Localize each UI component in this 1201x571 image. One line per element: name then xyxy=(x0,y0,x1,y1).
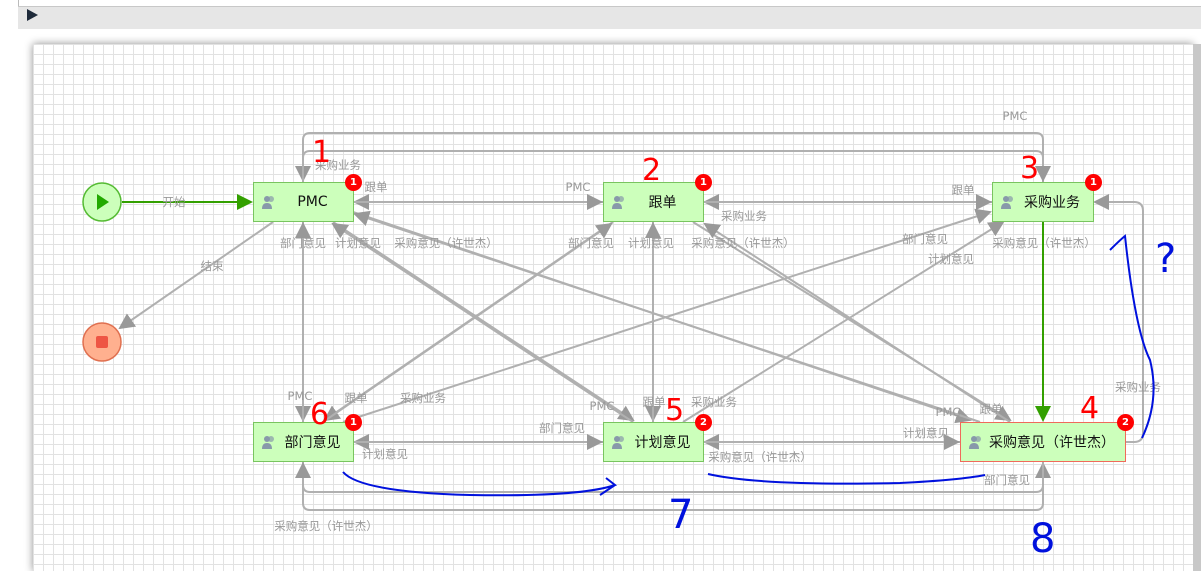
edge-label: 计划意见 xyxy=(628,236,674,250)
edge-label: 采购业务 xyxy=(400,391,446,405)
edge-label: 跟单 xyxy=(980,402,1003,416)
node-caigou-yewu[interactable]: 采购业务 1 xyxy=(992,174,1102,222)
edge xyxy=(322,222,613,423)
edge-label: 跟单 xyxy=(345,391,368,405)
edge-label: 采购业务 xyxy=(721,209,767,223)
count-badge: 1 xyxy=(345,414,362,431)
edge xyxy=(118,221,274,330)
count-badge: 1 xyxy=(695,174,712,191)
edge-label: PMC xyxy=(566,180,591,194)
users-icon xyxy=(969,436,981,449)
edge-label: 跟单 xyxy=(952,183,975,197)
edge-label: PMC xyxy=(590,399,615,413)
edge-label: 采购意见（许世杰） xyxy=(691,236,795,250)
edge-label: 采购业务 xyxy=(1115,380,1161,394)
node-label: 采购业务 xyxy=(1024,195,1080,211)
node-label: 采购意见（许世杰） xyxy=(989,435,1115,451)
edge-label: 跟单 xyxy=(643,395,666,409)
edge-label: 部门意见 xyxy=(539,421,585,435)
edge-label: 采购意见（许世杰） xyxy=(274,519,378,533)
node-label: PMC xyxy=(297,194,328,210)
edge-label: 采购业务 xyxy=(691,395,737,409)
edge-label: 计划意见 xyxy=(903,426,949,440)
edge-label: 采购意见（许世杰） xyxy=(992,236,1096,250)
edge xyxy=(302,150,1051,182)
edge-label: 开始 xyxy=(163,195,186,209)
edge-label: 计划意见 xyxy=(928,252,974,266)
edge xyxy=(302,462,1051,493)
edge-label: 采购意见（许世杰） xyxy=(394,236,498,250)
node-pmc[interactable]: PMC 1 xyxy=(253,174,362,222)
edge xyxy=(703,222,1011,423)
node-label: 跟单 xyxy=(648,195,677,211)
play-icon xyxy=(97,194,109,210)
edge-label: 采购意见（许世杰） xyxy=(708,450,812,464)
edge-labels: 开始 结束 采购业务 跟单 部门意见 计划意见 采购意见（许世杰） PMC 采购… xyxy=(163,109,1162,533)
edge xyxy=(353,210,981,423)
edge-label: 计划意见 xyxy=(362,447,408,461)
start-node[interactable] xyxy=(82,182,122,222)
edge xyxy=(332,221,635,422)
count-badge: 2 xyxy=(1117,414,1134,431)
count-badge: 1 xyxy=(345,174,362,191)
end-node[interactable] xyxy=(82,322,122,362)
count-badge: 1 xyxy=(1085,174,1102,191)
node-label: 部门意见 xyxy=(284,435,341,451)
edge-label: 计划意见 xyxy=(335,236,381,250)
node-label: 计划意见 xyxy=(634,435,691,451)
vertical-scrollbar[interactable] xyxy=(1193,44,1201,571)
edge xyxy=(331,222,634,423)
users-icon xyxy=(612,196,624,209)
edge xyxy=(342,208,992,423)
edge-label: 采购业务 xyxy=(315,158,361,172)
stop-icon xyxy=(96,336,108,348)
node-caigou-yijian[interactable]: 采购意见（许世杰）2 xyxy=(960,414,1134,462)
edge-label: PMC xyxy=(1003,109,1028,123)
edge-label: 部门意见 xyxy=(984,473,1030,487)
users-icon xyxy=(262,196,274,209)
edge xyxy=(295,462,1044,511)
node-gendan[interactable]: 跟单 1 xyxy=(603,174,712,222)
users-icon xyxy=(262,436,274,449)
edge xyxy=(295,132,1044,182)
users-icon xyxy=(1001,196,1013,209)
users-icon xyxy=(612,436,624,449)
edge-label: 跟单 xyxy=(365,180,388,194)
count-badge: 2 xyxy=(695,414,712,431)
edge-label: PMC xyxy=(936,405,961,419)
play-icon[interactable] xyxy=(27,9,38,21)
edge xyxy=(682,220,1005,423)
edge xyxy=(1093,194,1144,443)
edge-label: 部门意见 xyxy=(902,232,948,246)
edge-label: 结束 xyxy=(201,259,224,273)
edge-label: 部门意见 xyxy=(280,236,326,250)
edge-label: 部门意见 xyxy=(568,236,614,250)
edge-label: PMC xyxy=(288,389,313,403)
